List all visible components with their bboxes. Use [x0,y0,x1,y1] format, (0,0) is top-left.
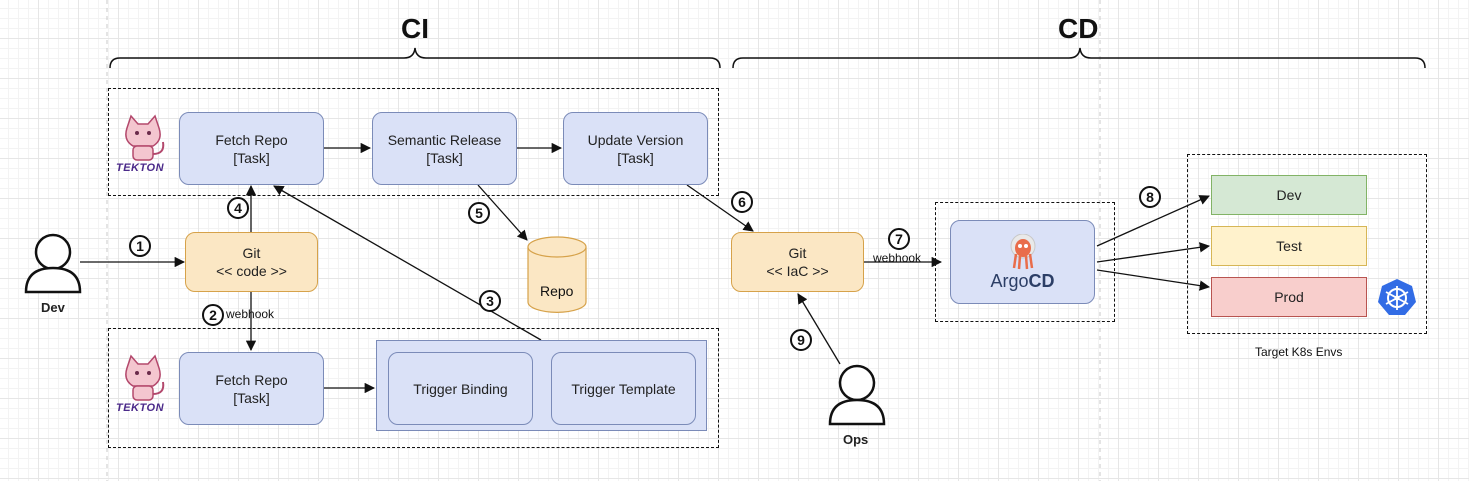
env-test[interactable]: Test [1211,226,1367,266]
trigger-pipeline-container [108,328,719,448]
edge-update-to-git-iac [686,184,754,232]
step-badge-9: 9 [790,329,812,351]
webhook-label-code: webhook [226,307,275,321]
git-iac-sub: << IaC >> [766,263,829,279]
edge-argocd-to-prod [1096,269,1211,291]
git-iac-title: Git [788,245,807,261]
semantic-release-title: Semantic Release [387,131,502,148]
edge-argocd-to-test [1096,242,1211,263]
semantic-release-task[interactable]: Semantic Release [Task] [372,112,517,185]
trigger-fetch-repo-title: Fetch Repo [215,371,288,388]
step-badge-4: 4 [227,197,249,219]
ops-person-icon [828,364,886,426]
edge-ops-to-git-iac [797,293,841,365]
env-dev-label: Dev [1276,187,1302,203]
update-version-sub: [Task] [617,149,654,166]
git-code-node[interactable]: Git << code >> [185,232,318,292]
argocd-octopus-icon [1010,234,1035,270]
git-code-sub: << code >> [216,263,287,279]
trigger-template-node[interactable]: Trigger Template [551,352,696,425]
dev-actor-label: Dev [41,300,65,315]
ci-heading: CI [401,13,429,44]
semantic-release-sub: [Task] [426,149,463,166]
env-dev[interactable]: Dev [1211,175,1367,215]
cd-heading: CD [1058,13,1099,44]
tekton-logo-text: TEKTON [116,162,165,174]
step-badge-2: 2 [202,304,224,326]
trigger-binding-label: Trigger Binding [413,380,508,397]
edge-argocd-to-dev [1096,195,1210,247]
update-version-title: Update Version [587,131,684,148]
argocd-brand: ArgoCD [990,272,1054,290]
argocd-brand-regular: Argo [990,271,1029,291]
step-badge-5: 5 [468,202,490,224]
dev-person-icon [24,233,82,294]
webhook-label-iac: webhook [873,251,922,265]
env-prod[interactable]: Prod [1211,277,1367,317]
tekton-logo-text: TEKTON [116,402,165,414]
trigger-binding-node[interactable]: Trigger Binding [388,352,533,425]
trigger-template-label: Trigger Template [571,380,676,397]
env-prod-label: Prod [1274,289,1304,305]
fetch-repo-task[interactable]: Fetch Repo [Task] [179,112,324,185]
git-iac-node[interactable]: Git << IaC >> [731,232,864,292]
git-code-title: Git [242,245,261,261]
step-badge-7: 7 [888,228,910,250]
edge-trigger-to-fetch-repo [273,185,542,341]
trigger-fetch-repo-task[interactable]: Fetch Repo [Task] [179,352,324,425]
repo-label: Repo [540,283,574,299]
fetch-repo-sub: [Task] [233,149,270,166]
update-version-task[interactable]: Update Version [Task] [563,112,708,185]
env-test-label: Test [1276,238,1302,254]
ci-pipeline-container [108,88,719,196]
repo-database-icon [527,236,587,313]
fetch-repo-title: Fetch Repo [215,131,288,148]
argocd-brand-bold: CD [1028,271,1055,291]
kubernetes-wheel-icon [1378,279,1416,315]
tekton-cat-icon [125,354,165,401]
argocd-node[interactable]: ArgoCD [950,220,1095,304]
tekton-cat-icon [125,114,165,161]
step-badge-3: 3 [479,290,501,312]
edge-semantic-to-repo [477,184,528,241]
step-badge-1: 1 [129,235,151,257]
ops-actor-label: Ops [843,432,869,447]
cd-brace [732,47,1426,69]
ci-brace [109,47,721,69]
target-envs-container [1187,154,1427,334]
target-envs-label: Target K8s Envs [1255,345,1343,359]
argocd-container [935,202,1115,322]
step-badge-6: 6 [731,191,753,213]
trigger-fetch-repo-sub: [Task] [233,389,270,406]
step-badge-8: 8 [1139,186,1161,208]
